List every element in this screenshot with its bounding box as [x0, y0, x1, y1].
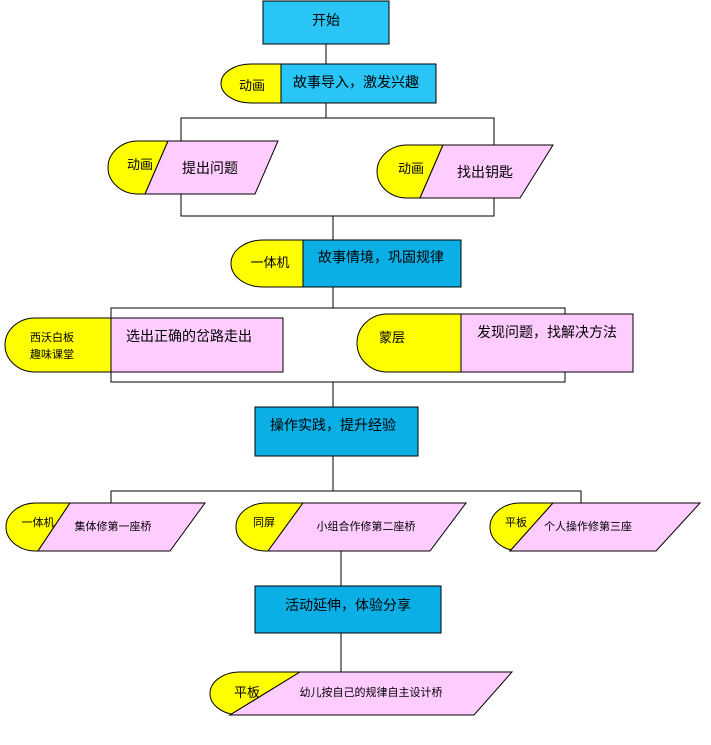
find-key-label: 找出钥匙 [457, 165, 513, 181]
choose-path-tag-line2: 趣味课堂 [30, 347, 74, 361]
find-solve-tag: 蒙层 [379, 331, 405, 346]
story-intro-label: 故事导入，激发兴趣 [293, 74, 419, 91]
ask-question-label: 提出问题 [182, 161, 238, 177]
start-node: 开始 [262, 0, 390, 45]
ask-question-node: 动画 提出问题 [107, 140, 279, 195]
story-situation-label: 故事情境，巩固规律 [318, 250, 444, 266]
bridge1-label: 集体修第一座桥 [75, 519, 152, 533]
bridge2-tag: 同屏 [253, 516, 275, 529]
practice-node: 操作实践，提升经验 [254, 406, 419, 457]
design-bridge-node: 平板 幼儿按自己的规律自主设计桥 [209, 671, 514, 716]
bridge2-node: 同屏 小组合作修第二座桥 [235, 502, 467, 552]
choose-path-label: 选出正确的岔路走出 [126, 329, 252, 345]
design-bridge-tag: 平板 [234, 686, 260, 701]
connector-lines [110, 44, 582, 672]
bridge1-tag: 一体机 [22, 515, 55, 529]
ask-question-tag: 动画 [127, 158, 153, 173]
choose-path-tag-line1: 西沃白板 [30, 330, 74, 344]
story-intro-node: 动画 故事导入，激发兴趣 [220, 63, 437, 104]
extension-node: 活动延伸，体验分享 [254, 585, 442, 634]
practice-label: 操作实践，提升经验 [270, 418, 396, 434]
find-solve-label: 发现问题，找解决方法 [477, 325, 617, 341]
bridge3-node: 平板 个人操作修第三座 [489, 502, 702, 552]
choose-path-node: 西沃白板 趣味课堂 选出正确的岔路走出 [4, 317, 284, 373]
story-situation-tag: 一体机 [250, 256, 289, 271]
extension-label: 活动延伸，体验分享 [285, 597, 411, 614]
bridge1-node: 一体机 集体修第一座桥 [5, 502, 206, 552]
find-solve-node: 蒙层 发现问题，找解决方法 [356, 313, 634, 373]
story-situation-node: 一体机 故事情境，巩固规律 [230, 239, 462, 288]
design-bridge-label: 幼儿按自己的规律自主设计桥 [300, 685, 443, 699]
find-key-tag: 动画 [398, 162, 424, 177]
bridge2-label: 小组合作修第二座桥 [317, 519, 416, 533]
story-intro-tag: 动画 [239, 79, 265, 94]
find-key-node: 动画 找出钥匙 [376, 144, 554, 199]
bridge3-label: 个人操作修第三座 [544, 519, 632, 533]
start-label: 开始 [312, 13, 340, 29]
bridge3-tag: 平板 [505, 515, 527, 529]
